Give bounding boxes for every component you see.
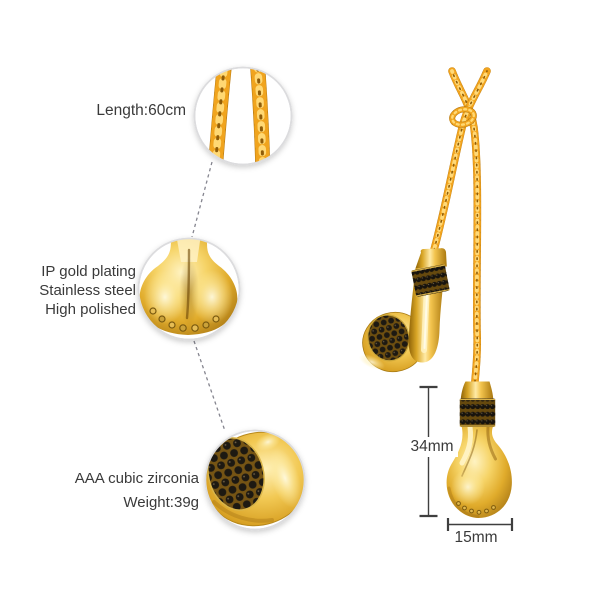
stone-annotations: AAA cubic zirconia Weight:39g [75, 467, 199, 515]
pendant-height-label: 34mm [406, 437, 458, 457]
magnified-earbud-back [139, 238, 238, 335]
length-annotation: Length:60cm [96, 102, 186, 119]
callout-line-top [191, 161, 213, 238]
right-earbud-zirconia-band [459, 398, 496, 427]
magnified-earbud-face [205, 431, 305, 527]
earbud-back-speaker-dots [149, 307, 220, 332]
material-annotation-line-3: High polished [45, 301, 136, 318]
callout-lines [191, 161, 226, 432]
magnifier-earbud-back-detail [137, 237, 241, 341]
right-earbud-cap [460, 381, 494, 399]
material-annotations: IP gold plating Stainless steel High pol… [39, 262, 136, 319]
material-annotation-line-1: IP gold plating [41, 263, 136, 280]
stone-annotation: AAA cubic zirconia [74, 470, 199, 487]
weight-annotation: Weight:39g [123, 494, 199, 511]
right-earbud-speaker-dots [456, 501, 496, 515]
pendant-width-label: 15mm [454, 529, 498, 546]
width-measure-line [446, 518, 514, 531]
magnifier-earbud-face-detail [204, 429, 306, 531]
left-earphone-cap [415, 248, 447, 269]
material-annotation-line-2: Stainless steel [39, 282, 136, 299]
left-earphone-pave [367, 314, 410, 362]
right-earphone-pendant [446, 381, 512, 518]
necklace-chain [434, 71, 487, 381]
left-earphone-pendant [358, 248, 450, 373]
magnifier-chain-detail [193, 66, 293, 166]
left-earphone-zirconia-band [411, 264, 450, 297]
magnified-pave-stones [207, 437, 265, 511]
callout-line-bottom [193, 340, 226, 432]
slider-knot [449, 106, 477, 128]
